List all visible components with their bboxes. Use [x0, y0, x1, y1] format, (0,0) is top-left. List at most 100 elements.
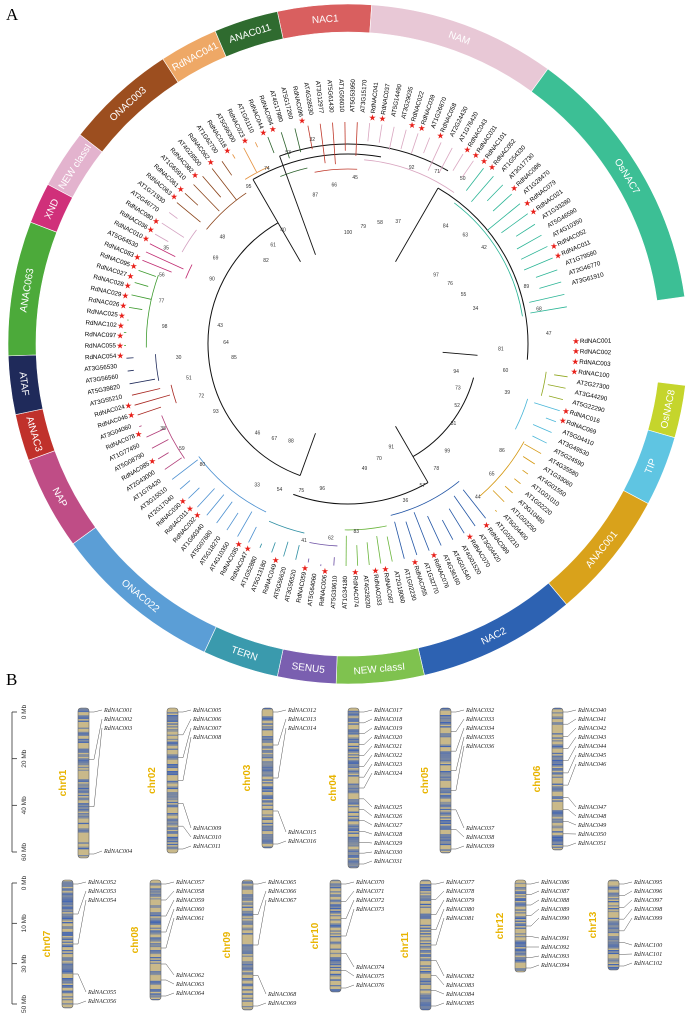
tree-branch	[471, 176, 494, 202]
gene-label: RdNAC065	[267, 879, 296, 886]
tree-leaf-label: RdNAC055	[85, 343, 117, 350]
gene-label: RdNAC009	[192, 825, 221, 832]
rdnac-marker-icon: ★	[148, 457, 156, 467]
clade-arc	[454, 202, 523, 317]
bootstrap-value: 69	[213, 256, 219, 262]
gene-label: RdNAC093	[540, 953, 569, 960]
chromosome-name: chr05	[420, 767, 431, 794]
panel-label-b: B	[6, 670, 17, 689]
gene-label: RdNAC046	[577, 761, 607, 768]
tree-branch	[295, 545, 300, 560]
gene-leader	[567, 745, 577, 761]
gene-leader	[435, 975, 445, 986]
gene-leader	[257, 975, 267, 995]
tree-leaf-label: RdNAC100	[578, 369, 610, 380]
rdnac-marker-icon: ★	[130, 262, 138, 272]
chromosome-body	[167, 708, 178, 853]
tree-branch	[171, 459, 198, 480]
rdnac-marker-icon: ★	[170, 193, 178, 203]
gene-leader	[455, 745, 465, 791]
gene-leader	[623, 890, 633, 896]
bootstrap-value: 44	[475, 495, 481, 501]
gene-label: RdNAC030	[373, 849, 403, 856]
backbone-arc	[412, 377, 475, 458]
bootstrap-value: 60	[503, 368, 509, 374]
bootstrap-value: 55	[461, 292, 467, 298]
gene-label: RdNAC053	[87, 888, 116, 895]
tree-leaf-label: AT3G56530	[84, 363, 118, 373]
tree-leaf-label: RdNAC074	[351, 576, 359, 608]
bootstrap-value: 100	[344, 230, 353, 236]
gene-label: RdNAC002	[103, 716, 132, 723]
gene-leader	[530, 955, 540, 958]
tree-branch	[438, 147, 453, 173]
tree-leaf-label: RdNAC026	[88, 296, 121, 308]
backbone-branch	[252, 179, 301, 262]
rdnac-marker-icon: ★	[351, 568, 359, 578]
tree-branch	[355, 122, 358, 156]
rdnac-marker-icon: ★	[321, 567, 329, 577]
gene-leader	[455, 809, 465, 829]
tree-branch	[534, 402, 560, 412]
clade-arc	[161, 415, 185, 459]
bootstrap-value: 54	[277, 487, 283, 493]
gene-leader	[165, 917, 175, 949]
gene-leader	[165, 963, 175, 976]
gene-label: RdNAC097	[633, 897, 663, 904]
tree-branch	[413, 512, 430, 551]
rdnac-marker-icon: ★	[269, 125, 277, 135]
tree-leaf-label: AT5G39610	[330, 575, 339, 609]
rdnac-marker-icon: ★	[530, 207, 538, 217]
bootstrap-value: 71	[434, 169, 440, 175]
clade-band	[72, 526, 217, 653]
rdnac-marker-icon: ★	[124, 282, 132, 292]
gene-leader	[363, 718, 373, 724]
gene-label: RdNAC008	[192, 734, 222, 741]
clade-arc	[364, 159, 455, 193]
gene-leader	[530, 881, 540, 885]
clade-arc	[344, 525, 387, 531]
scale-label: 40 Mb	[21, 796, 28, 814]
chromosome-outline	[607, 879, 620, 971]
tree-branch	[188, 487, 200, 499]
chromosome-body	[262, 708, 273, 848]
gene-label: RdNAC055	[87, 989, 116, 996]
bootstrap-value: 88	[288, 439, 294, 445]
tree-branch	[164, 457, 182, 470]
gene-leader	[455, 709, 465, 713]
gene-leader	[77, 890, 87, 915]
gene-label: RdNAC026	[373, 813, 403, 820]
tree-branch	[427, 142, 442, 171]
tree-leaf-label: RdNAC041	[370, 81, 380, 113]
gene-label: RdNAC016	[287, 838, 317, 845]
gene-label: RdNAC074	[355, 964, 384, 971]
gene-leader	[623, 899, 633, 908]
tree-branch	[154, 233, 169, 242]
tree-branch	[127, 369, 134, 372]
tree-branch	[442, 519, 454, 540]
rdnac-marker-icon: ★	[260, 128, 268, 138]
tree-branch	[492, 193, 512, 212]
gene-label: RdNAC101	[633, 951, 662, 958]
clade-band	[417, 582, 567, 676]
gene-leader	[257, 1002, 267, 1007]
bootstrap-value: 70	[376, 456, 382, 462]
bootstrap-value: 50	[460, 176, 466, 182]
gene-label: RdNAC011	[192, 843, 221, 850]
tree-leaf-label: RdNAC002	[580, 348, 612, 356]
gene-leader	[567, 709, 577, 713]
tree-branch	[501, 213, 528, 234]
tree-branch	[157, 452, 169, 460]
gene-label: RdNAC018	[373, 716, 403, 723]
tree-branch	[539, 281, 562, 289]
tree-branch	[232, 154, 236, 159]
gene-label: RdNAC078	[445, 888, 475, 895]
rdnac-marker-icon: ★	[116, 352, 124, 362]
gene-leader	[277, 718, 287, 746]
tree-branch	[532, 435, 547, 444]
gene-label: RdNAC067	[267, 897, 297, 904]
tree-branch	[492, 490, 505, 503]
rdnac-marker-icon: ★	[244, 545, 252, 555]
tree-leaf-label: AT5G53950	[349, 79, 357, 113]
